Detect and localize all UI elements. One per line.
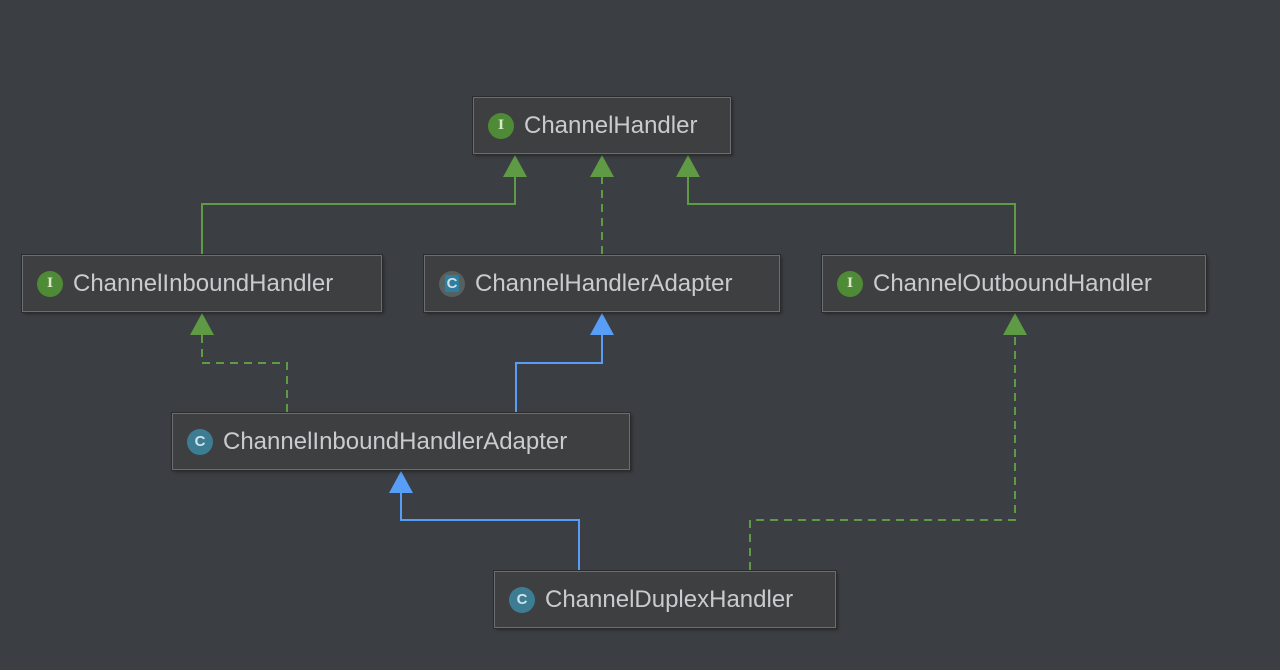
interface-icon: I xyxy=(488,112,514,139)
arrowhead-inbound-adapter-to-adapter xyxy=(590,313,614,335)
node-label: ChannelDuplexHandler xyxy=(545,585,794,613)
edge-inbound-adapter-to-adapter xyxy=(515,334,603,412)
edge-inbound-adapter-to-inbound xyxy=(201,334,288,412)
node-channel-duplex-handler[interactable]: C ChannelDuplexHandler xyxy=(494,571,836,628)
arrowhead-inbound-to-handler xyxy=(503,155,527,177)
node-channel-handler-adapter[interactable]: C ChannelHandlerAdapter xyxy=(424,255,780,312)
edge-duplex-to-inbound-adapter xyxy=(400,492,580,570)
class-icon: C xyxy=(509,586,535,613)
node-label: ChannelHandler xyxy=(524,111,698,139)
abstract-class-icon: C xyxy=(439,270,465,297)
arrowhead-outbound-to-handler xyxy=(676,155,700,177)
node-channel-inbound-handler[interactable]: I ChannelInboundHandler xyxy=(22,255,382,312)
interface-icon: I xyxy=(837,270,863,297)
node-channel-inbound-handler-adapter[interactable]: C ChannelInboundHandlerAdapter xyxy=(172,413,630,470)
node-label: ChannelInboundHandler xyxy=(73,269,334,297)
node-label: ChannelInboundHandlerAdapter xyxy=(223,427,568,455)
abstract-class-icon-letter: C xyxy=(444,275,460,292)
node-label: ChannelOutboundHandler xyxy=(873,269,1152,297)
edge-outbound-to-handler xyxy=(687,176,1016,254)
arrowhead-duplex-to-inbound-adapter xyxy=(389,471,413,493)
arrowhead-adapter-to-handler xyxy=(590,155,614,177)
class-icon: C xyxy=(187,428,213,455)
node-channel-outbound-handler[interactable]: I ChannelOutboundHandler xyxy=(822,255,1206,312)
edge-duplex-to-outbound xyxy=(749,334,1016,570)
node-channel-handler[interactable]: I ChannelHandler xyxy=(473,97,731,154)
node-label: ChannelHandlerAdapter xyxy=(475,269,733,297)
interface-icon: I xyxy=(37,270,63,297)
arrowhead-inbound-adapter-to-inbound xyxy=(190,313,214,335)
arrowhead-duplex-to-outbound xyxy=(1003,313,1027,335)
edge-inbound-to-handler xyxy=(201,176,516,254)
